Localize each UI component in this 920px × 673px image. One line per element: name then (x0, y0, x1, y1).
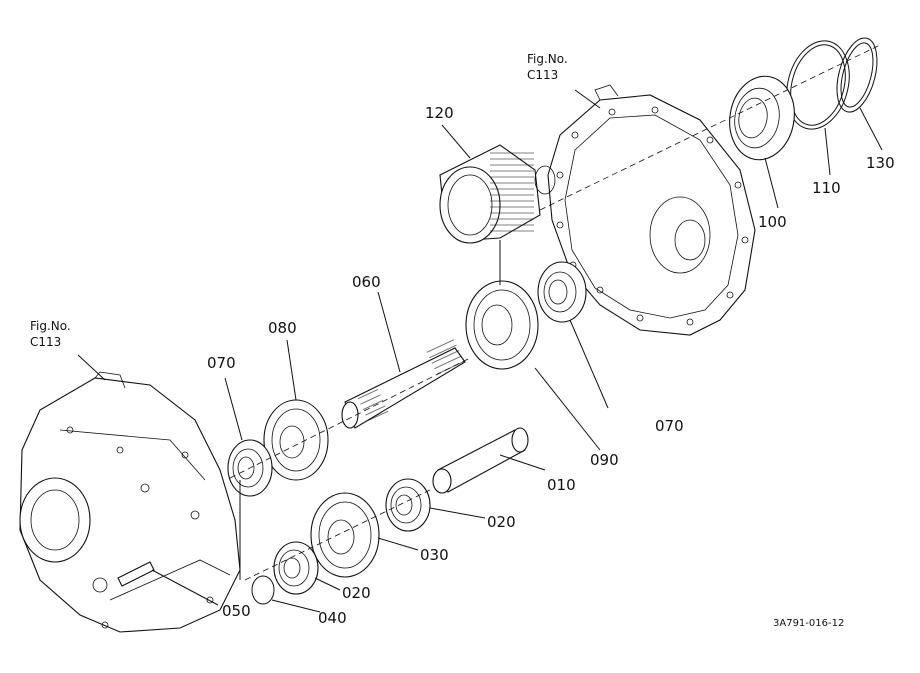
callout-110: 110 (812, 179, 841, 197)
callout-030: 030 (420, 546, 449, 564)
bearing-020-lower (273, 541, 319, 595)
callout-020-upper: 020 (487, 513, 516, 531)
o-ring-040 (251, 575, 275, 605)
callout-080: 080 (268, 319, 297, 337)
pin-050 (117, 561, 155, 587)
bearing-070-right (537, 261, 587, 323)
callout-120: 120 (425, 104, 454, 122)
callout-070-left: 070 (207, 354, 236, 372)
callout-050: 050 (222, 602, 251, 620)
figure-ref-right: Fig.No. C113 (527, 52, 568, 82)
callout-130: 130 (866, 154, 895, 172)
callout-060: 060 (352, 273, 381, 291)
retaining-ring-110 (786, 40, 850, 130)
figure-ref-right-line1: Fig.No. (527, 52, 568, 66)
shaft-060 (341, 336, 466, 429)
front-housing (19, 371, 241, 633)
bearing-020-upper (385, 478, 431, 532)
callout-090: 090 (590, 451, 619, 469)
leader-lines (77, 89, 883, 613)
snap-ring-130 (836, 37, 878, 113)
figure-ref-left-line2: C113 (30, 335, 61, 349)
callout-040: 040 (318, 609, 347, 627)
callout-100: 100 (758, 213, 787, 231)
figure-ref-right-line2: C113 (527, 68, 558, 82)
assembly-axis-lines (229, 44, 881, 581)
figure-ref-left: Fig.No. C113 (30, 319, 71, 349)
diagram-code: 3A791-016-12 (773, 618, 844, 629)
callout-010: 010 (547, 476, 576, 494)
shaft-010 (432, 427, 529, 494)
gear-090 (465, 280, 539, 370)
gear-080 (263, 399, 329, 481)
bearing-100 (729, 75, 795, 161)
gear-030 (310, 492, 380, 578)
callout-070-right: 070 (655, 417, 684, 435)
callout-020-lower: 020 (342, 584, 371, 602)
clutch-gear-120 (439, 144, 556, 244)
figure-ref-left-line1: Fig.No. (30, 319, 71, 333)
